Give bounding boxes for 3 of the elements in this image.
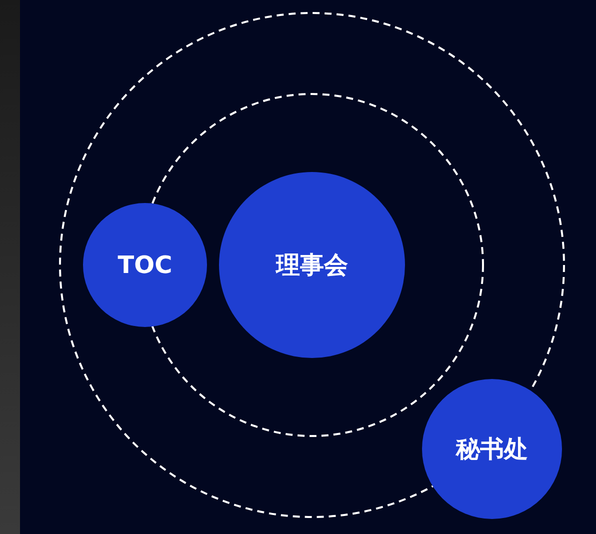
node-label: 秘书处 bbox=[456, 434, 528, 465]
node-label: 理事会 bbox=[276, 250, 348, 281]
node-label: TOC bbox=[118, 251, 172, 279]
